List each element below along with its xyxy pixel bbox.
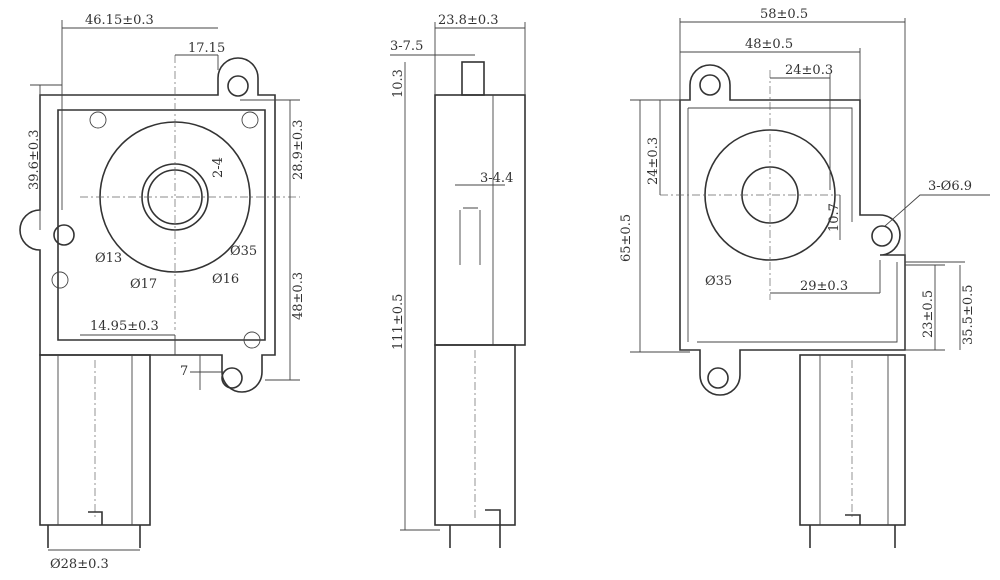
dim-width-overall: 46.15±0.3 [85,13,154,28]
dim-height-right-top: 28.9±0.3 [291,119,306,180]
dim-dia-17: Ø17 [130,277,157,292]
dim-r-width-overall: 58±0.5 [760,7,808,22]
dim-shaft-height: 10.3 [391,69,406,98]
dim-r-hole-x: 29±0.3 [800,279,848,294]
dim-r-width-mid: 48±0.5 [745,37,793,52]
dim-r-height-35: 35.5±0.5 [961,284,976,345]
dim-height-right-bottom: 48±0.3 [291,272,306,320]
side-view [390,22,526,548]
dim-screw-holes: 2-4 [211,157,226,178]
dim-dia-35: Ø35 [230,244,257,259]
dim-ear-height: 7 [180,364,188,379]
dim-motor-dia: Ø28±0.3 [50,557,109,572]
dim-r-dia-35: Ø35 [705,274,732,289]
dim-total-height: 111±0.5 [391,294,406,350]
dim-r-height-body: 65±0.5 [619,214,634,262]
dim-slot: 3-4.4 [480,171,513,186]
front-view-left [19,20,300,551]
dim-r-hole-offset: 10.7 [827,203,842,232]
dim-r-height-23: 23±0.5 [921,290,936,338]
dim-height-left: 39.6±0.3 [27,129,42,190]
dim-r-width-center: 24±0.3 [785,63,833,78]
dim-offset-top: 17.15 [188,41,225,56]
dim-dia-13: Ø13 [95,251,122,266]
front-view-right [630,18,990,548]
dim-offset-bottom: 14.95±0.3 [90,319,159,334]
dim-r-mount-holes: 3-Ø6.9 [928,179,972,194]
dim-r-height-top: 24±0.3 [646,137,661,185]
dim-shaft: 3-7.5 [390,39,423,54]
dim-side-width: 23.8±0.3 [438,13,499,28]
dim-dia-16: Ø16 [212,272,239,287]
